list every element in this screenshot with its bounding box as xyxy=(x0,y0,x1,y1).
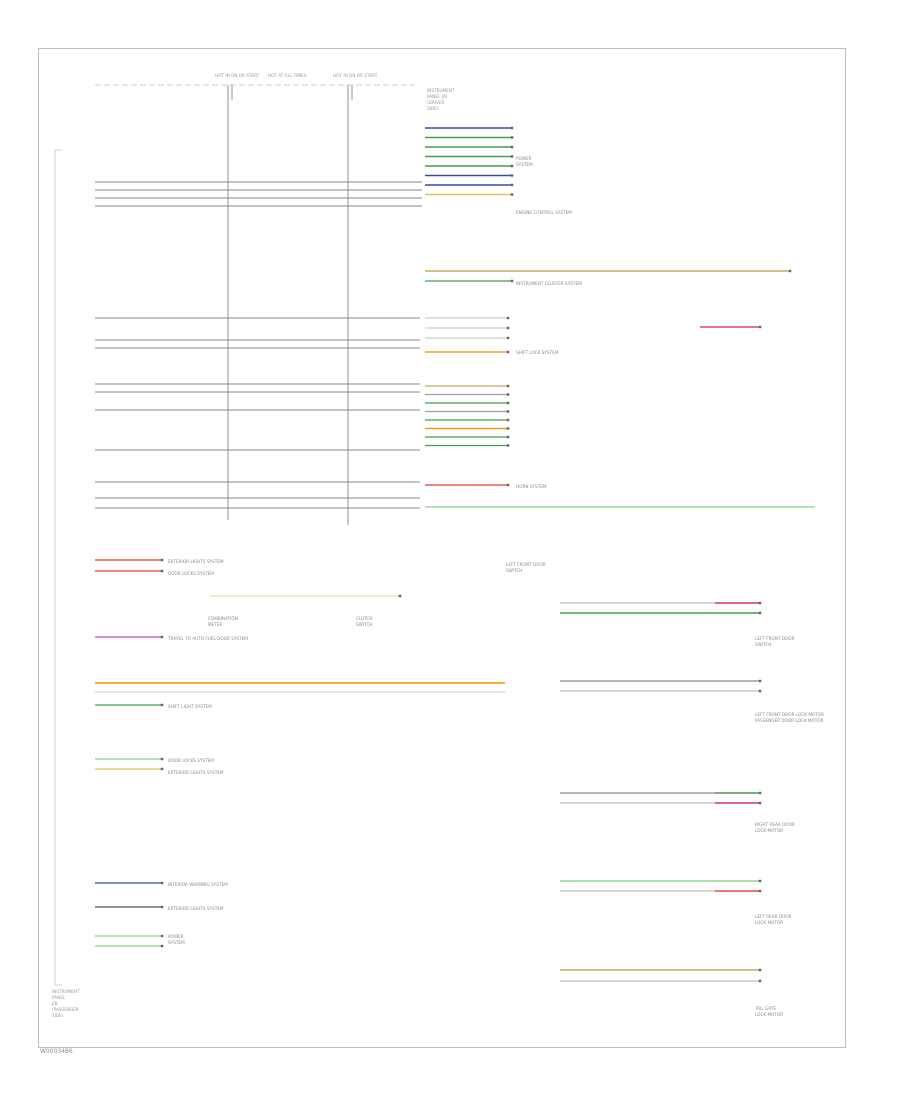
system-label: EXTERIOR LIGHTS SYSTEM xyxy=(168,559,224,564)
door-component-label: LEFT FRONT DOOR LOCK MOTOR xyxy=(755,712,824,717)
connector-pin xyxy=(506,384,510,388)
door-component-label: TAIL GATE xyxy=(754,1006,776,1011)
connector-pin xyxy=(758,325,762,329)
left-connector-label: J/B xyxy=(51,1001,58,1006)
system-label: DOOR LOCKS SYSTEM xyxy=(168,571,214,576)
diagram-frame xyxy=(38,48,846,1048)
system-label: INTERIOR WARNING SYSTEM xyxy=(168,882,228,887)
system-label: ENGINE CONTROL SYSTEM xyxy=(516,210,572,215)
door-component-label: SWITCH xyxy=(755,642,771,647)
system-label: TRAVEL TO AUTO FUEL DOOR SYSTEM xyxy=(167,636,248,641)
right-connector-label: PANEL J/B xyxy=(427,94,447,99)
connector-pin xyxy=(160,558,164,562)
vertical-bus-wires xyxy=(227,85,353,525)
component-label: COMBINATION xyxy=(208,616,238,621)
left-connector-label: (PASSENGER xyxy=(52,1007,79,1012)
system-label: HORN SYSTEM xyxy=(516,484,547,489)
connector-pin xyxy=(506,410,510,413)
bus-label: HOT AT ALL TIMES xyxy=(268,73,307,78)
system-label: EXTERIOR LIGHTS SYSTEM xyxy=(168,770,224,775)
connector-pin xyxy=(510,136,514,139)
connector-pin xyxy=(506,418,510,422)
text-layer: HOT IN ON OR START HOT AT ALL TIMES HOT IN… xyxy=(51,73,824,1018)
connector-pin xyxy=(506,483,510,487)
system-label: SHIFT LIGHT SYSTEM xyxy=(168,704,212,709)
left-connector-label: INSTRUMENT xyxy=(52,989,80,994)
connector-pin xyxy=(160,757,164,761)
connector-pin xyxy=(506,316,510,320)
connector-pin xyxy=(758,979,762,983)
bus-label: HOT IN ON OR START xyxy=(215,73,260,78)
connector-pin xyxy=(510,155,514,158)
door-component-label: LEFT FRONT DOOR xyxy=(506,562,546,567)
door-component-label: LEFT REAR DOOR xyxy=(755,914,792,919)
component-label: CLUTCH xyxy=(356,616,373,621)
wire-layer xyxy=(95,126,815,983)
connector-pin xyxy=(506,444,510,447)
door-component-label: LOCK MOTOR xyxy=(755,828,783,833)
connector-pin xyxy=(758,689,762,693)
door-component-label: LOCK MOTOR xyxy=(755,1012,783,1017)
left-connector-label: PANEL xyxy=(52,995,66,1000)
connector-pin xyxy=(506,326,510,330)
connector-pin xyxy=(510,183,514,187)
connector-pin xyxy=(788,269,792,273)
right-connector-label: SIDE) xyxy=(427,106,439,111)
connector-pin xyxy=(398,594,402,598)
figure-id: W0003486 xyxy=(40,1048,73,1055)
door-component-label: LEFT FRONT DOOR xyxy=(755,636,795,641)
connector-pin xyxy=(510,174,514,177)
connector-pin xyxy=(510,164,514,168)
connector-pin xyxy=(758,679,762,683)
door-component-label: SWITCH xyxy=(506,568,522,573)
system-label: EXTERIOR LIGHTS SYSTEM xyxy=(168,906,224,911)
connector-pin xyxy=(160,881,164,885)
component-label: SWITCH xyxy=(356,622,372,627)
system-label: POWER xyxy=(516,156,532,161)
left-connector-label: SIDE) xyxy=(52,1013,64,1018)
connector-pin xyxy=(506,350,510,354)
connector-pin xyxy=(160,635,164,639)
connector-pin xyxy=(510,279,514,283)
connector-pin xyxy=(758,968,762,972)
system-label: SYSTEM xyxy=(168,940,185,945)
connector-pin xyxy=(160,944,164,948)
door-component-label: RIGHT REAR DOOR xyxy=(755,822,795,827)
connector-pin xyxy=(758,879,762,883)
connector-pin xyxy=(160,569,164,573)
connector-pin xyxy=(506,427,510,430)
bus-label: HOT IN ON OR START xyxy=(333,73,378,78)
connector-pin xyxy=(160,703,164,707)
left-connector-bracket xyxy=(54,149,62,986)
right-connector-label: INSTRUMENT xyxy=(427,88,455,93)
connector-pin xyxy=(758,611,762,615)
connector-pin xyxy=(506,336,510,340)
connector-pin xyxy=(510,145,514,149)
door-component-label: LOCK MOTOR xyxy=(755,920,783,925)
right-connector-label: (DRIVER xyxy=(427,100,445,105)
system-label: SHIFT LOCK SYSTEM xyxy=(516,350,559,355)
connector-pin xyxy=(506,393,510,396)
component-label: METER xyxy=(208,622,222,627)
connector-pin xyxy=(160,934,164,938)
system-label: POWER xyxy=(168,934,184,939)
connector-pin xyxy=(506,435,510,439)
system-label: SYSTEM xyxy=(516,162,533,167)
connector-pin xyxy=(160,905,164,909)
system-label: DOOR LOCKS SYSTEM xyxy=(168,758,214,763)
connector-pin xyxy=(506,401,510,405)
door-component-label: PASSENGER DOOR LOCK MOTOR xyxy=(755,718,824,723)
connector-pin xyxy=(510,193,514,196)
connector-pin xyxy=(160,767,164,771)
system-label: INSTRUMENT CLUSTER SYSTEM xyxy=(516,281,582,286)
connector-pin xyxy=(510,126,514,130)
